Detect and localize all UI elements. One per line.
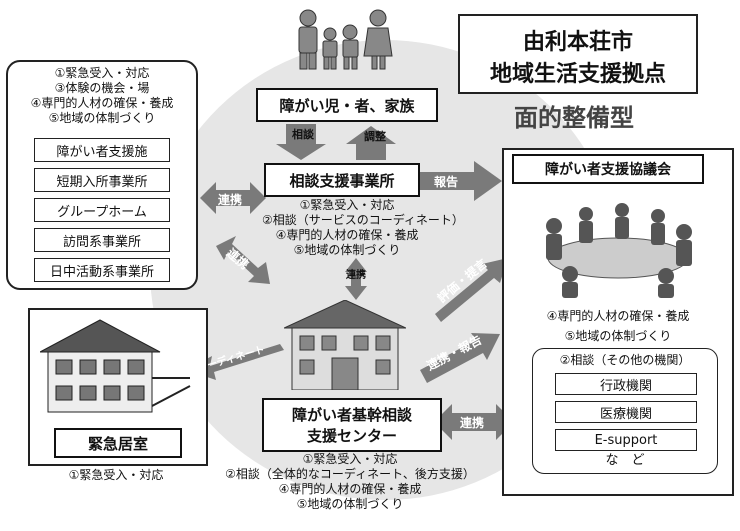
consult-office-roles: ①緊急受入・対応 ②相談（サービスのコーディネート） ④専門的人材の確保・養成 …	[262, 198, 464, 258]
coordinate-up-label: 調整	[364, 130, 386, 143]
cooperate-report-arrow	[420, 333, 500, 383]
coordinate-emergency-arrow	[186, 344, 284, 380]
consult-office-label: 相談支援事業所	[264, 163, 420, 197]
center-label: 障がい者基幹相談 支援センター	[262, 398, 442, 452]
evaluation-arrow	[435, 258, 508, 322]
other-orgs-box: ②相談（その他の機関） 行政機関 医療機関 E-support な ど	[532, 348, 718, 474]
title-line1: 由利本荘市	[522, 30, 633, 55]
consult-role-4: ④専門的人材の確保・養成	[275, 228, 419, 242]
consult-role-1: ①緊急受入・対応	[299, 198, 395, 212]
org-administrative: 行政機関	[555, 373, 697, 395]
cooperate-vertical-label: 連携	[346, 270, 366, 281]
facility-short-stay: 短期入所事業所	[34, 168, 170, 192]
consult-role-5: ⑤地域の体制づくり	[293, 243, 401, 257]
emergency-room-label: 緊急居室	[54, 428, 182, 458]
left-role-1: ①緊急受入・対応	[54, 66, 150, 80]
left-service-group: ①緊急受入・対応 ③体験の機会・場 ④専門的人材の確保・養成 ⑤地域の体制づくり…	[6, 60, 198, 290]
report-arrow	[418, 161, 502, 201]
report-label: 報告	[434, 175, 459, 189]
center-label-line2: 支援センター	[306, 427, 397, 445]
cooperate-left-label: 連携	[218, 193, 243, 207]
family-illustration	[292, 6, 398, 70]
facility-group-home: グループホーム	[34, 198, 170, 222]
center-role-5: ⑤地域の体制づくり	[296, 497, 404, 511]
house-illustration	[39, 316, 196, 416]
council-role-4: ④専門的人材の確保・養成	[546, 309, 690, 323]
page-subtitle: 面的整備型	[514, 104, 634, 132]
emergency-room-panel: 緊急居室	[28, 308, 208, 466]
other-orgs-etc: な ど	[605, 453, 645, 468]
facility-day-activity: 日中活動系事業所	[34, 258, 170, 282]
center-role-4: ④専門的人材の確保・養成	[278, 482, 422, 496]
cooperate-right-arrow	[434, 404, 514, 440]
consult-down-arrow	[276, 124, 326, 160]
center-roles: ①緊急受入・対応 ②相談（全体的なコーディネート、後方支援） ④専門的人材の確保…	[200, 452, 500, 512]
facility-home-visit: 訪問系事業所	[34, 228, 170, 252]
left-role-4: ④専門的人材の確保・養成	[30, 96, 174, 110]
left-group-roles: ①緊急受入・対応 ③体験の機会・場 ④専門的人材の確保・養成 ⑤地域の体制づくり	[8, 66, 196, 126]
org-medical: 医療機関	[555, 401, 697, 423]
left-role-5: ⑤地域の体制づくり	[48, 111, 156, 125]
title-box: 由利本荘市 地域生活支援拠点	[458, 14, 698, 94]
consult-role-2: ②相談（サービスのコーディネート）	[262, 213, 464, 227]
council-panel: 障がい者支援協議会 ④専門的人材の確保・養成 ⑤地域の体制づくり ②相談（その他…	[502, 148, 734, 496]
center-role-1: ①緊急受入・対応	[302, 452, 398, 466]
left-role-3: ③体験の機会・場	[54, 81, 150, 95]
council-roles: ④専門的人材の確保・養成 ⑤地域の体制づくり	[504, 306, 732, 346]
council-label: 障がい者支援協議会	[512, 154, 704, 184]
council-role-5: ⑤地域の体制づくり	[564, 329, 672, 343]
cooperate-left-arrow	[200, 182, 266, 214]
emergency-role: ①緊急受入・対応	[68, 468, 164, 482]
center-role-2: ②相談（全体的なコーディネート、後方支援）	[225, 467, 475, 481]
family-label: 障がい児・者、家族	[256, 88, 438, 122]
cooperate-vertical-arrow	[345, 258, 367, 300]
title-line2: 地域生活支援拠点	[489, 62, 666, 87]
coordinate-up-arrow	[346, 126, 396, 160]
cooperate-diag-arrow	[216, 236, 270, 284]
center-label-line1: 障がい者基幹相談	[291, 406, 412, 424]
org-e-support: E-support	[555, 429, 697, 451]
consult-down-label: 相談	[292, 128, 314, 141]
other-orgs-label: ②相談（その他の機関）	[559, 353, 691, 367]
center-building-illustration	[283, 299, 407, 391]
facility-support-institution: 障がい者支援施	[34, 138, 170, 162]
meeting-illustration	[534, 188, 702, 298]
cooperate-right-label: 連携	[460, 416, 485, 430]
